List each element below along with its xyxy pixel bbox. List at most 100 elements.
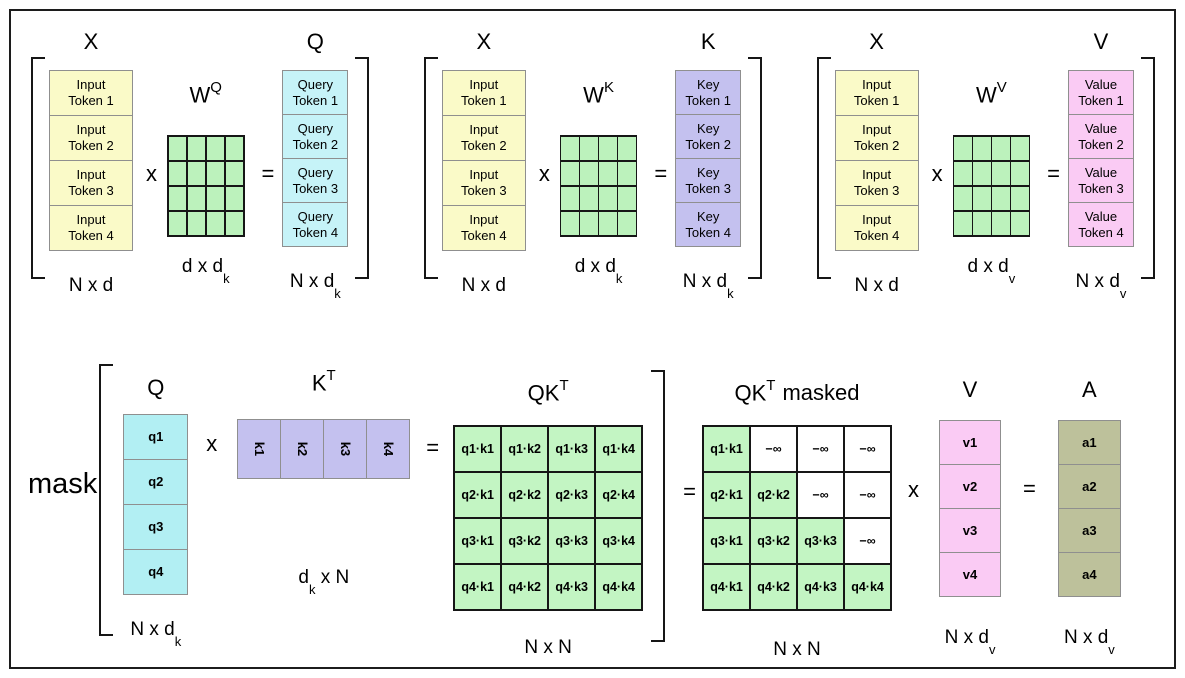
matrix-cell: q1·k2 bbox=[502, 427, 548, 472]
q-cell: q2 bbox=[123, 459, 189, 505]
matrix-cell: q1·k4 bbox=[596, 427, 642, 472]
masked-cell: −∞ bbox=[845, 519, 891, 564]
weight-cell bbox=[992, 161, 1010, 186]
matrix-cell: q2·k1 bbox=[455, 473, 501, 518]
k-cell: k1 bbox=[237, 419, 282, 480]
bracket-left-icon bbox=[423, 57, 438, 279]
input-token-cell: Input Token 1 bbox=[441, 70, 526, 116]
input-token-column: Input Token 1 Input Token 2 Input Token … bbox=[834, 70, 919, 251]
a-cell: a4 bbox=[1057, 552, 1121, 597]
weight-cell bbox=[992, 186, 1010, 211]
weight-matrix-title: WV bbox=[975, 79, 1007, 108]
equals-operator: = bbox=[426, 435, 440, 460]
k-transpose-stack: KT k1 k2 k3 k4 dk x N bbox=[237, 360, 411, 596]
dimension-label: N x dv bbox=[1075, 271, 1127, 301]
weight-cell bbox=[599, 186, 617, 211]
dimension-label: N x N bbox=[524, 637, 572, 659]
input-matrix-stack: X Input Token 1 Input Token 2 Input Toke… bbox=[49, 30, 133, 299]
weight-cell bbox=[618, 186, 636, 211]
key-matrix-stack: K Key Token 1 Key Token 2 Key Token 3 Ke… bbox=[675, 30, 742, 300]
query-token-cell: Query Token 1 bbox=[282, 70, 349, 115]
k-cell: k4 bbox=[366, 419, 411, 480]
value-token-cell: Value Token 4 bbox=[1067, 202, 1134, 247]
weight-matrix-title: WK bbox=[583, 79, 614, 108]
weight-cell bbox=[599, 211, 617, 236]
weight-cell bbox=[206, 136, 224, 161]
matrix-cell: q3·k2 bbox=[502, 519, 548, 564]
projection-row: X Input Token 1 Input Token 2 Input Toke… bbox=[31, 30, 1155, 301]
matrix-cell: q2·k4 bbox=[596, 473, 642, 518]
outer-border bbox=[9, 9, 1176, 669]
query-projection-group: X Input Token 1 Input Token 2 Input Toke… bbox=[31, 30, 370, 300]
weight-cell bbox=[954, 186, 972, 211]
weight-cell bbox=[187, 136, 205, 161]
input-token-cell: Input Token 4 bbox=[441, 205, 526, 251]
masked-cell: −∞ bbox=[845, 473, 891, 518]
dimension-label: N x d bbox=[68, 275, 114, 296]
equals-operator: = bbox=[1047, 161, 1060, 186]
weight-cell bbox=[599, 136, 617, 161]
weight-cell bbox=[187, 161, 205, 186]
matrix-cell: q1·k1 bbox=[704, 427, 750, 472]
multiply-operator: x bbox=[908, 477, 920, 502]
input-token-cell: Input Token 4 bbox=[834, 205, 919, 251]
weight-cell bbox=[992, 211, 1010, 236]
weight-cell bbox=[187, 186, 205, 211]
v-cell: v2 bbox=[939, 464, 1002, 509]
weight-cell bbox=[168, 186, 186, 211]
k-transpose-row: k1 k2 k3 k4 bbox=[237, 419, 411, 480]
q-matrix-stack: Q q1 q2 q3 q4 N x dk bbox=[123, 360, 189, 649]
weight-cell bbox=[618, 161, 636, 186]
input-token-cell: Input Token 3 bbox=[49, 160, 133, 206]
query-token-cell: Query Token 4 bbox=[282, 202, 349, 247]
weight-matrix-stack: WK d x dk bbox=[559, 78, 638, 286]
value-projection-group: X Input Token 1 Input Token 2 Input Toke… bbox=[816, 30, 1155, 301]
weight-cell bbox=[561, 136, 579, 161]
masked-cell: −∞ bbox=[845, 427, 891, 472]
input-token-cell: Input Token 4 bbox=[49, 205, 133, 251]
dimension-label: N x dk bbox=[130, 619, 182, 649]
matrix-cell: q4·k2 bbox=[751, 565, 797, 610]
weight-cell bbox=[618, 211, 636, 236]
weight-cell bbox=[168, 161, 186, 186]
matrix-title-q: Q bbox=[147, 375, 165, 400]
matrix-cell: q4·k3 bbox=[549, 565, 595, 610]
matrix-cell: q3·k2 bbox=[751, 519, 797, 564]
key-token-cell: Key Token 4 bbox=[675, 202, 742, 247]
input-token-cell: Input Token 2 bbox=[441, 115, 526, 161]
matrix-cell: q4·k4 bbox=[845, 565, 891, 610]
dimension-label: N x dv bbox=[944, 627, 996, 657]
matrix-cell: q2·k1 bbox=[704, 473, 750, 518]
input-matrix-stack: X Input Token 1 Input Token 2 Input Toke… bbox=[834, 30, 919, 299]
weight-cell bbox=[225, 211, 243, 236]
weight-matrix-stack: WV d x dv bbox=[952, 78, 1031, 285]
weight-cell bbox=[973, 161, 991, 186]
dimension-label: N x d bbox=[854, 275, 899, 296]
weight-matrix-grid bbox=[559, 135, 638, 237]
matrix-title-v: V bbox=[962, 377, 978, 402]
weight-cell bbox=[618, 136, 636, 161]
bracket-left-icon bbox=[816, 57, 831, 279]
weight-matrix-stack: WQ d x dk bbox=[167, 78, 245, 285]
multiply-operator: x bbox=[538, 161, 550, 186]
weight-cell bbox=[206, 186, 224, 211]
weight-cell bbox=[225, 136, 243, 161]
matrix-cell: q3·k4 bbox=[596, 519, 642, 564]
query-token-cell: Query Token 2 bbox=[282, 114, 349, 159]
weight-matrix-grid bbox=[167, 135, 245, 237]
q-cell: q1 bbox=[123, 414, 189, 460]
multiply-operator: x bbox=[146, 161, 157, 186]
v-matrix-stack: V v1 v2 v3 v4 N x dv bbox=[939, 360, 1002, 657]
matrix-cell: q4·k4 bbox=[596, 565, 642, 610]
weight-cell bbox=[973, 211, 991, 236]
masked-cell: −∞ bbox=[798, 473, 844, 518]
q-column: q1 q2 q3 q4 bbox=[123, 414, 189, 595]
bracket-left-icon bbox=[31, 57, 45, 279]
weight-cell bbox=[225, 186, 243, 211]
dimension-label: d x dk bbox=[574, 255, 623, 286]
v-column: v1 v2 v3 v4 bbox=[939, 420, 1002, 597]
key-token-cell: Key Token 1 bbox=[675, 70, 742, 115]
matrix-cell: q3·k3 bbox=[798, 519, 844, 564]
